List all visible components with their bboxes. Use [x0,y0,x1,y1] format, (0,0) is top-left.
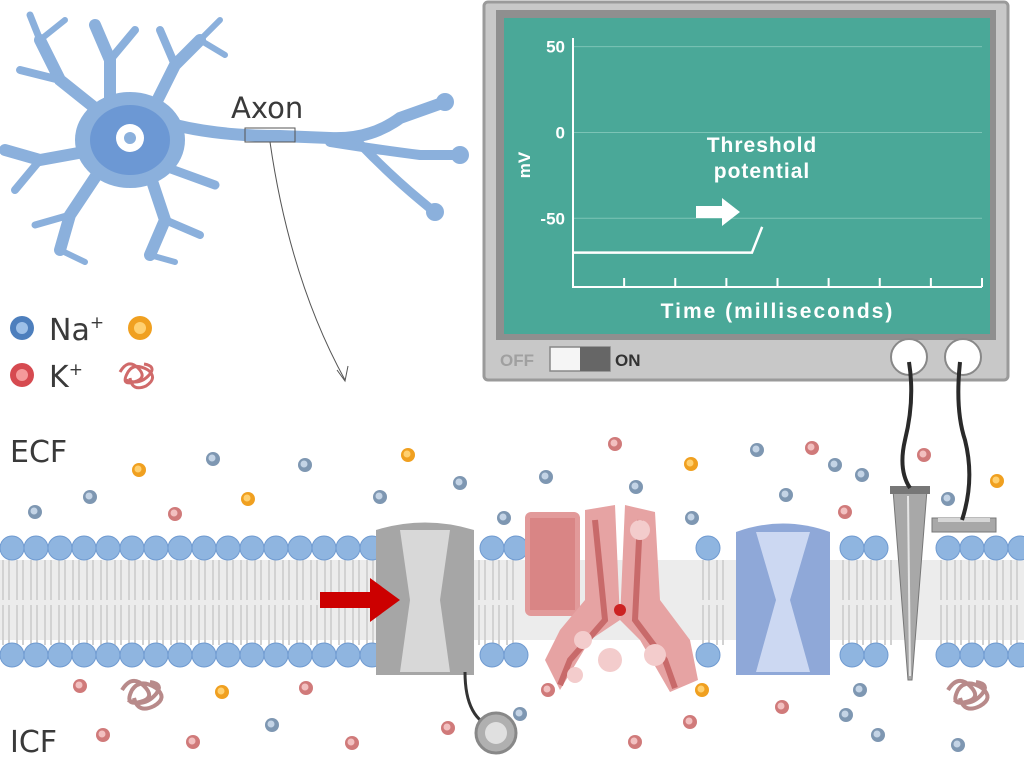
phospholipid-head [47,642,73,668]
phospholipid-head [503,642,529,668]
threshold-annotation: potential [714,160,811,183]
neuron [0,11,469,265]
phospholipid-head [287,535,313,561]
phospholipid-head [23,535,49,561]
arrow-right-icon [696,198,740,226]
phospholipid-head [71,642,97,668]
phospholipid-head [863,535,889,561]
oscilloscope-monitor [482,0,1010,382]
power-switch[interactable] [549,346,611,372]
recording-electrode [890,486,930,681]
phospholipid-head [215,642,241,668]
axon-terminal [436,93,454,111]
phospholipid-head [95,642,121,668]
phospholipid-head [335,642,361,668]
phospholipid-head [479,642,505,668]
icf-label: ICF [10,725,57,758]
phospholipid-head [239,535,265,561]
membrane-potential-line [573,226,764,254]
x-axis-label: Time (milliseconds) [661,300,895,323]
blue-ion-channel [736,523,830,675]
phospholipid-head [311,535,337,561]
switch-on-label: ON [615,351,641,370]
axon-terminal [426,203,444,221]
protein-tangle-icon [118,362,154,390]
y-axis-label: mV [515,151,534,178]
phospholipid-head [119,642,145,668]
zoom-arrow [269,141,346,381]
switch-off-label: OFF [500,351,534,370]
chart-axes [572,38,982,288]
phospholipid-head [0,642,25,668]
ion-particles [28,437,1004,752]
phospholipid-head [143,535,169,561]
phospholipid-head [959,535,985,561]
monitor-screen [504,18,990,334]
phospholipid-head [695,535,721,561]
phospholipid-head [0,535,25,561]
phospholipid-head [143,642,169,668]
phospholipid-head [191,535,217,561]
y-tick-label: 0 [556,123,565,142]
phospholipid-head [863,642,889,668]
phospholipid-head [1007,535,1024,561]
gray-ion-channel [376,522,518,755]
legend-na-label: Na [49,313,90,348]
y-tick-label: 50 [546,38,565,57]
electrode-cable [956,361,972,521]
phospholipid-head [263,535,289,561]
red-arrow-icon [320,578,400,622]
legend-k-label: K [49,360,70,395]
axon-label: Axon [231,91,303,125]
phospholipid-head [47,535,73,561]
phospholipid-head [503,535,529,561]
phospholipid-head [839,535,865,561]
bound-potassium-ion [614,604,626,616]
voltage-chart: 50 0 -50 mV Time (milliseconds) Threshold pote… [515,38,983,323]
ecf-label: ECF [10,435,67,470]
phospholipid-head [839,642,865,668]
phospholipid-head [935,535,961,561]
phospholipid-head [191,642,217,668]
y-tick-label: -50 [540,209,565,228]
protein-tangle-icon [120,678,164,711]
phospholipid-head [959,642,985,668]
phospholipid-head [167,535,193,561]
phospholipid-head [983,535,1009,561]
axon-terminal [451,146,469,164]
phospholipid-head [311,642,337,668]
input-jack[interactable] [944,338,982,376]
phospholipid-head [119,535,145,561]
phospholipid-bilayer [0,535,1024,668]
phospholipid-head [215,535,241,561]
phospholipid-head [935,642,961,668]
legend: Na+ K+ [10,313,154,395]
phospholipid-head [335,535,361,561]
phospholipid-head [983,642,1009,668]
electrode-cable [900,361,914,490]
phospholipid-head [167,642,193,668]
phospholipid-head [95,535,121,561]
phospholipid-head [71,535,97,561]
protein-tangle-icon [946,678,990,711]
sodium-potassium-pump [525,505,698,692]
phospholipid-head [479,535,505,561]
phospholipid-head [263,642,289,668]
threshold-annotation: Threshold [707,134,818,157]
phospholipid-head [1007,642,1024,668]
phospholipid-head [695,642,721,668]
phospholipid-head [239,642,265,668]
phospholipid-head [23,642,49,668]
svg-text:K+: K+ [49,360,83,395]
svg-text:Na+: Na+ [49,313,104,348]
phospholipid-head [287,642,313,668]
